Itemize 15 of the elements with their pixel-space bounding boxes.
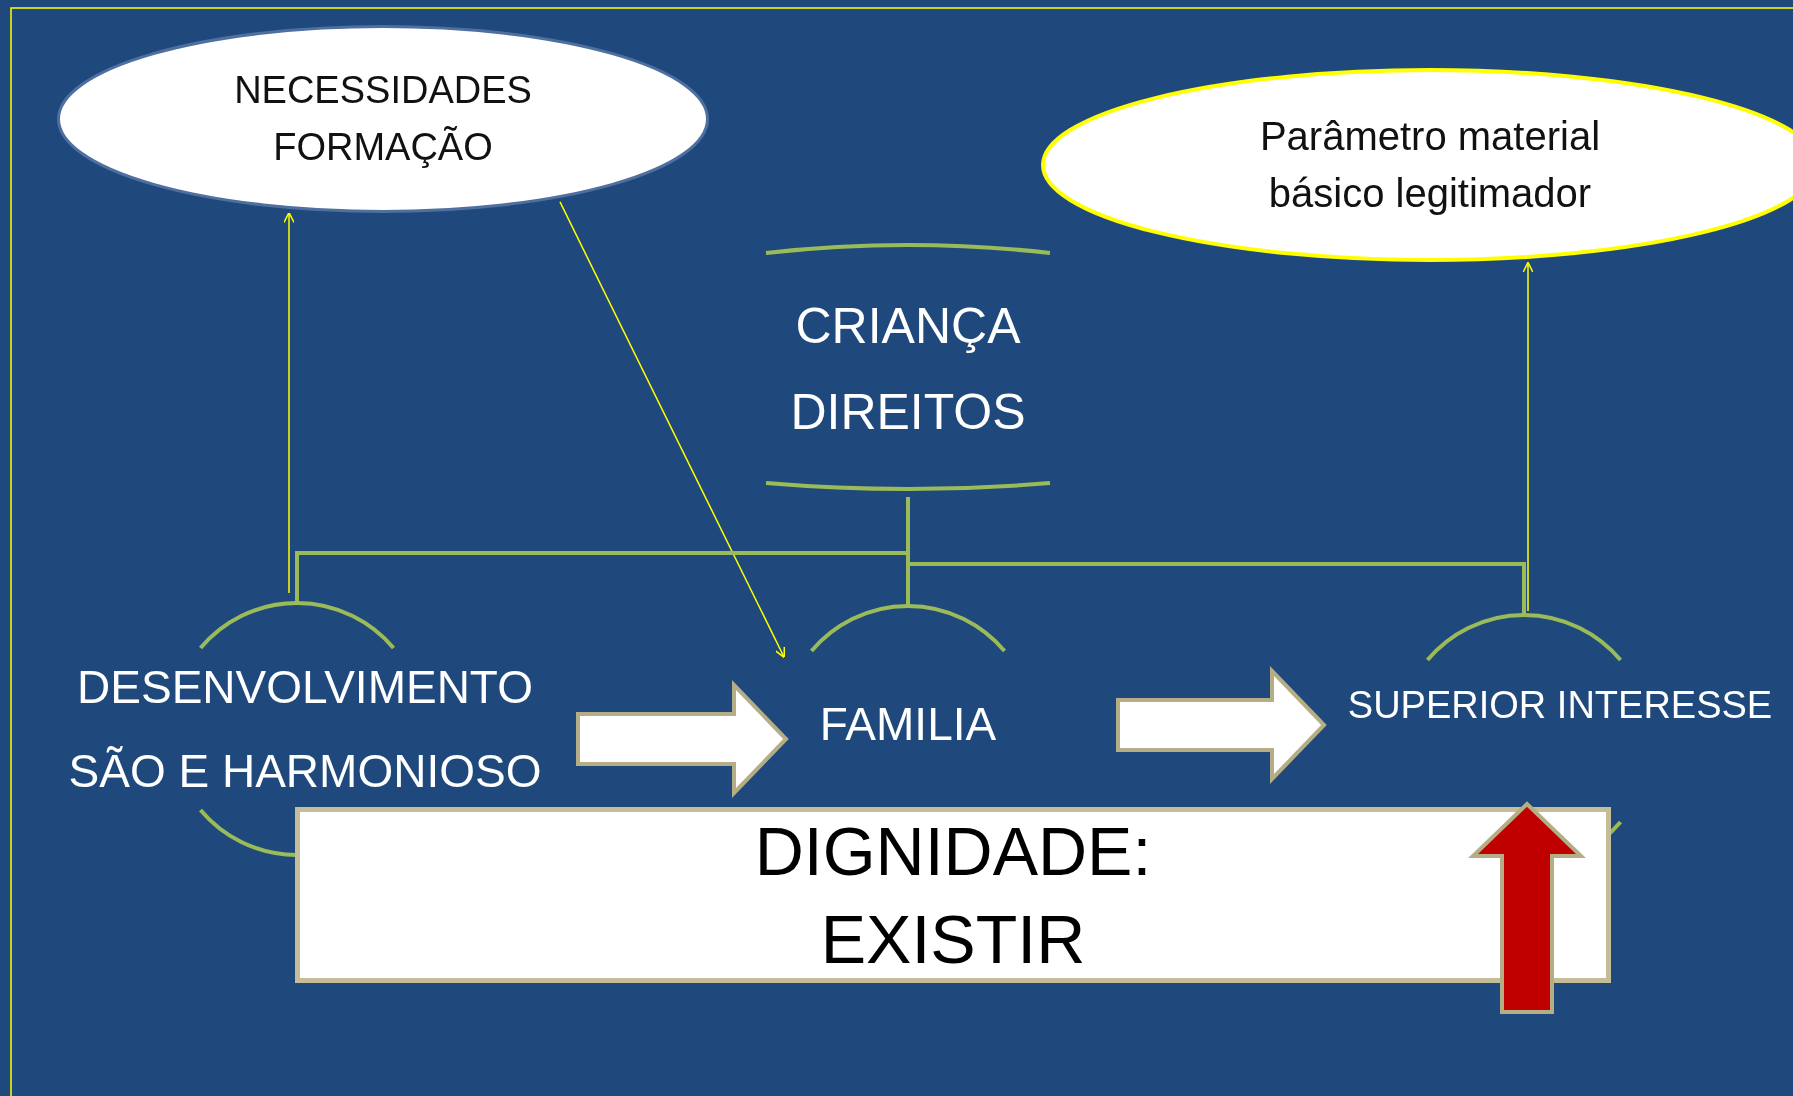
text-panel — [295, 807, 1611, 983]
arrow — [283, 211, 295, 594]
block-arrow — [1116, 666, 1327, 784]
node-label: FAMILIA — [819, 697, 997, 752]
arrow — [559, 201, 786, 659]
connector-line — [906, 497, 1526, 615]
node-label: CRIANÇA DIREITOS — [789, 296, 1027, 442]
node-label: DIGNIDADE: EXISTIR — [753, 812, 1153, 979]
node-label: DESENVOLVIMENTO SÃO E HARMONIOSO — [67, 660, 543, 799]
node-label: SUPERIOR INTERESSE — [1347, 683, 1773, 728]
node-label: NECESSIDADES FORMAÇÃO — [233, 68, 533, 170]
arrow — [1522, 261, 1534, 612]
block-arrow — [1468, 801, 1586, 1014]
block-arrow — [576, 680, 789, 798]
node-label: Parâmetro material básico legitimador — [1258, 113, 1602, 217]
